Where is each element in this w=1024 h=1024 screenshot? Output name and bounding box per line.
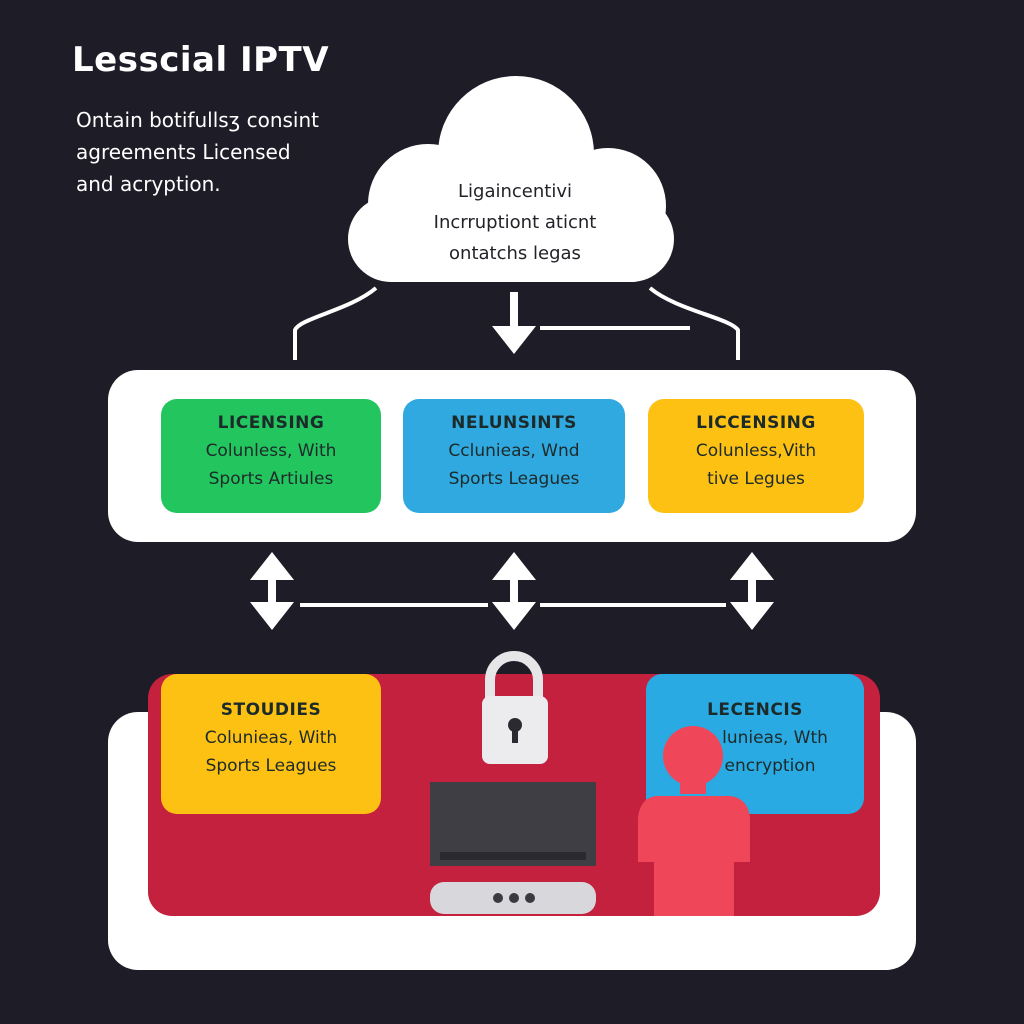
card-text: Sports Artiules [208, 469, 334, 489]
licensing-card-yellow: LICCENSING Colunless,Vith tive Legues [648, 399, 864, 513]
double-arrow-icon [730, 552, 774, 630]
cloud-icon [348, 76, 674, 282]
card-text: Sports Leagues [205, 756, 337, 776]
card-heading: LICENSING [217, 413, 325, 433]
page-title: Lesscial IPTV [72, 40, 330, 80]
card-text: tive Legues [707, 469, 805, 489]
card-heading: NELUNSINTS [451, 413, 577, 433]
cloud-label: Ligaincentivi Incrruptiont aticnt ontatc… [370, 176, 660, 269]
down-arrow-icon [492, 292, 536, 354]
card-text: Colunieas, With [204, 728, 338, 748]
set-top-box-icon [430, 882, 596, 914]
connector-right [648, 286, 740, 360]
card-text: Colunless,Vith [695, 441, 817, 461]
cloud-text-line: ontatchs legas [449, 243, 581, 264]
padlock-icon [482, 651, 548, 764]
card-heading: STOUDIES [220, 700, 322, 720]
studios-card: STOUDIES Colunieas, With Sports Leagues [161, 674, 381, 814]
monitor-icon [430, 782, 596, 866]
card-heading: LICCENSING [696, 413, 816, 433]
double-arrow-icon [250, 552, 294, 630]
double-arrow-icon [492, 552, 536, 630]
card-text: Cclunieas, Wnd [448, 441, 580, 461]
cloud-text-line: Incrruptiont aticnt [433, 212, 597, 233]
intro-description: Ontain botifullsʒ consint agreements Lic… [76, 104, 376, 200]
card-heading: LECENCIS [707, 700, 803, 720]
card-text: Sports Leagues [448, 469, 580, 489]
intro-line: Ontain botifullsʒ consint [76, 108, 319, 132]
intro-line: and acryption. [76, 172, 221, 196]
person-icon [638, 726, 750, 916]
card-text: lunieas, Wth [722, 728, 828, 748]
licensing-card-green: LICENSING Colunless, With Sports Artiule… [161, 399, 381, 513]
cloud-text-line: Ligaincentivi [458, 181, 572, 202]
card-text: encryption [724, 756, 816, 776]
licensing-card-blue: NELUNSINTS Cclunieas, Wnd Sports Leagues [403, 399, 625, 513]
intro-line: agreements Licensed [76, 140, 291, 164]
connector-left [293, 286, 378, 360]
card-text: Colunless, With [205, 441, 337, 461]
